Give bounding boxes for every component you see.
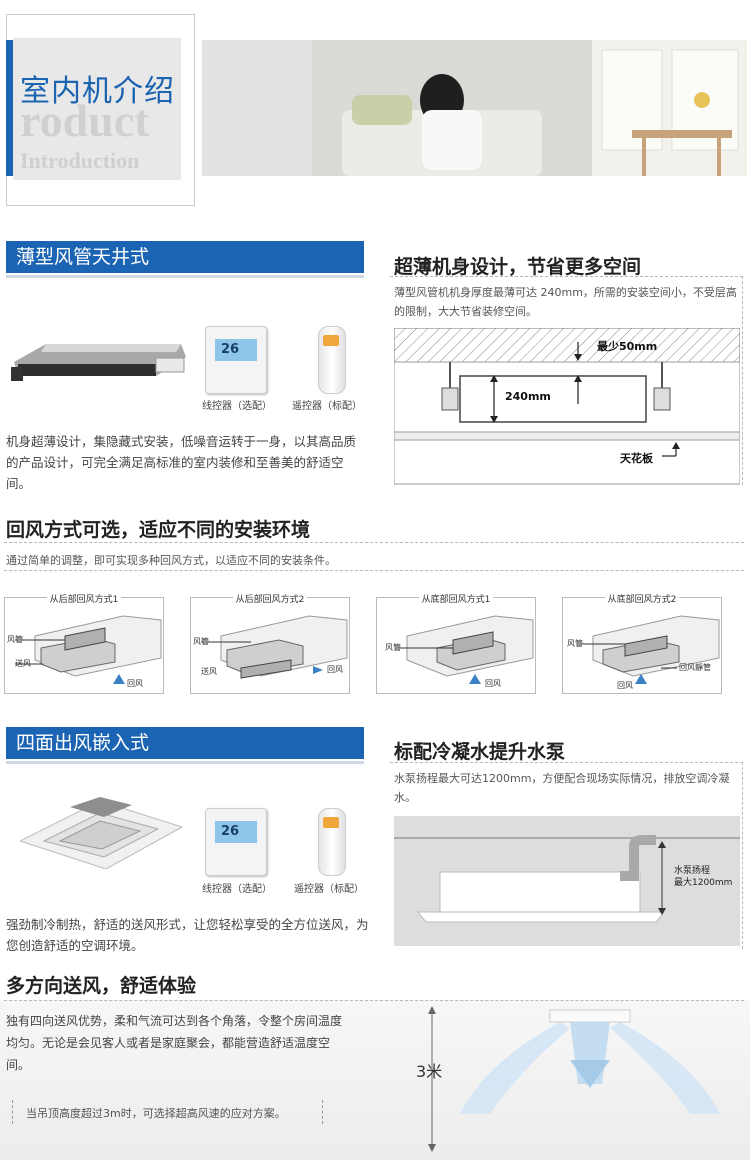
diagram-1-supply-label: 送风 <box>15 659 31 668</box>
diagram-2-duct-label: 风管 <box>193 637 209 646</box>
return-air-title: 回风方式可选，适应不同的安装环境 <box>6 519 311 541</box>
living-room-illustration <box>202 40 747 176</box>
hand-remote-image-2 <box>318 808 346 876</box>
header-word-product: roduct <box>20 95 150 146</box>
page-title: 室内机介绍 <box>20 74 175 109</box>
wall-controller-screen-2: 26 <box>215 821 257 843</box>
ceiling-label: 天花板 <box>620 452 653 465</box>
diagram-2-title: 从后部回风方式2 <box>232 595 308 605</box>
pump-frame <box>390 762 743 949</box>
diagram-2-return-label: 回风 <box>327 665 343 674</box>
wall-controller-caption: 线控器（选配） <box>202 401 272 412</box>
hand-remote-screen <box>323 335 339 346</box>
return-air-divider <box>4 542 744 567</box>
diagram-3-duct-label: 风管 <box>385 643 401 652</box>
diagram-2-drawing <box>201 615 348 679</box>
section-bar-slim-duct: 薄型风管天井式 <box>6 241 364 278</box>
hand-remote-caption: 遥控器（标配） <box>292 401 362 412</box>
header-frame-fill <box>13 38 181 180</box>
pump-diagram <box>394 816 740 946</box>
diagram-3-drawing <box>395 615 534 684</box>
return-air-diagram-3: 从底部回风方式1 风管 回风 <box>376 595 536 694</box>
diagram-4-title: 从底部回风方式2 <box>604 595 680 605</box>
section-bar-cassette: 四面出风嵌入式 <box>6 727 364 764</box>
diagram-1-drawing <box>15 615 162 684</box>
diagram-1-duct-label: 风管 <box>7 635 23 644</box>
pump-head-label: 水泵扬程 最大1200mm <box>674 865 732 889</box>
pump-head-label-line1: 水泵扬程 <box>674 866 711 876</box>
unit-height-label: 240mm <box>505 390 551 403</box>
slim-duct-description: 机身超薄设计，集隐藏式安装，低噪音运转于一身，以其高品质的产品设计，可完全满足高… <box>6 434 357 491</box>
diagram-1-title: 从后部回风方式1 <box>46 595 122 605</box>
cassette-description: 强劲制冷制热，舒适的送风形式，让您轻松享受的全方位送风，为您创造舒适的空调环境。 <box>6 917 369 953</box>
wall-controller-image-2: 26 <box>205 808 267 876</box>
multi-direction-description: 独有四向送风优势，柔和气流可达到各个角落，令整个房间温度均匀。无论是会见客人或者… <box>6 1014 343 1072</box>
hand-remote-screen-2 <box>323 817 339 828</box>
pump-head-label-line2: 最大1200mm <box>674 878 733 888</box>
return-air-diagram-2: 从后部回风方式2 风管 送风 回风 <box>190 595 350 694</box>
multi-direction-title: 多方向送风，舒适体验 <box>6 975 197 997</box>
pump-description: 水泵扬程最大可达1200mm，方便配合现场实际情况，排放空调冷凝水。 <box>394 772 730 804</box>
return-air-divider-2 <box>4 570 744 572</box>
diagram-4-return-duct-label: 回风靜管 <box>679 663 711 672</box>
wall-controller-display: 26 <box>221 342 240 357</box>
airflow-illustration <box>428 1006 720 1152</box>
header-word-introduction: Introduction <box>20 148 140 173</box>
diagram-3-title: 从底部回风方式1 <box>418 595 494 605</box>
hand-remote-image <box>318 326 346 394</box>
wall-controller-image: 26 <box>205 326 267 394</box>
slim-install-diagram <box>394 328 740 485</box>
header-accent-bar <box>6 40 13 176</box>
slim-design-title: 超薄机身设计，节省更多空间 <box>394 256 642 278</box>
return-air-diagram-4: 从底部回风方式2 风管 回风靜管 回风 <box>562 595 722 694</box>
diagram-1-return-label: 回风 <box>127 679 143 688</box>
slim-design-frame <box>390 276 743 485</box>
cassette-unit-image <box>20 797 182 869</box>
diagram-3-return-label: 回风 <box>485 679 501 688</box>
section-bar-slim-duct-title: 薄型风管天井式 <box>16 246 150 268</box>
min-gap-label: 最少50mm <box>597 340 658 353</box>
slim-duct-unit-image <box>11 344 186 381</box>
header-living-room-photo <box>202 40 747 176</box>
diagram-4-duct-label: 风管 <box>567 639 583 648</box>
section-bar-cassette-title: 四面出风嵌入式 <box>16 732 150 754</box>
multi-direction-divider <box>4 1000 744 1002</box>
return-air-diagram-1: 从后部回风方式1 风管 送风 回风 <box>4 595 164 694</box>
pump-title: 标配冷凝水提升水泵 <box>394 741 566 763</box>
hand-remote-caption-2: 遥控器（标配） <box>294 884 364 895</box>
note-box-right <box>322 1100 324 1124</box>
multi-height-label: 3米 <box>416 1062 443 1081</box>
return-air-description: 通过简单的调整，即可实现多种回风方式，以适应不同的安装条件。 <box>6 554 336 567</box>
diagram-4-return-label: 回风 <box>617 681 633 690</box>
high-ceiling-note: 当吊顶高度超过3m时，可选择超高风速的应对方案。 <box>26 1107 286 1120</box>
diagram-4-drawing <box>577 615 720 684</box>
diagram-2-supply-label: 送风 <box>201 667 217 676</box>
note-box <box>12 1100 323 1124</box>
wall-controller-display-2: 26 <box>221 824 240 839</box>
wall-controller-caption-2: 线控器（选配） <box>202 884 272 895</box>
slim-design-description: 薄型风管机机身厚度最薄可达 240mm，所需的安装空间小，不受层高的限制，大大节… <box>394 286 737 318</box>
wall-controller-screen: 26 <box>215 339 257 361</box>
